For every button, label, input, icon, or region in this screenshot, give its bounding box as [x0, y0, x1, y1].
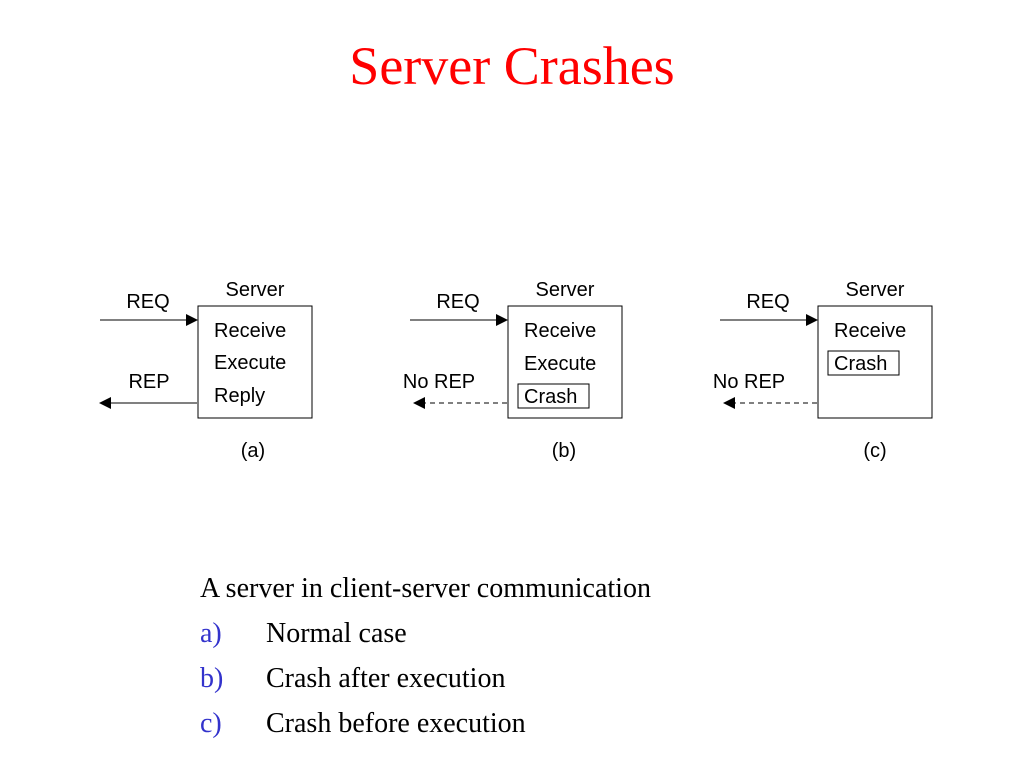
panel-b-server-label: Server: [536, 279, 595, 301]
panel-a-step-reply: Reply: [214, 385, 265, 407]
panel-c-server-box: [817, 305, 933, 419]
panel-b-crash-box: [517, 383, 590, 409]
panel-a-sublabel: (a): [241, 440, 265, 462]
panel-c-step-receive: Receive: [834, 320, 906, 342]
caption-item-a: a) Normal case: [200, 611, 651, 656]
panel-c-crash-box: [827, 350, 900, 376]
caption-item-text: Crash after execution: [266, 663, 506, 694]
panel-c-reply-label: No REP: [713, 371, 785, 393]
panel-a-server-box: [197, 305, 313, 419]
panel-b-step-receive: Receive: [524, 320, 596, 342]
panel-c-step-crash: Crash: [834, 353, 887, 375]
panel-b-step-execute: Execute: [524, 353, 596, 375]
caption-item-marker: b): [200, 663, 224, 694]
panel-a-request-label: REQ: [126, 291, 169, 313]
panel-b-server-box: [507, 305, 623, 419]
panel-a-reply-label: REP: [128, 371, 169, 393]
panel-b-sublabel: (b): [552, 440, 576, 462]
caption-item-marker: c): [200, 708, 222, 739]
caption-item-text: Normal case: [266, 618, 407, 649]
panel-a: Server Receive Execute Reply REQ REP (a): [99, 279, 313, 462]
panel-b: Server Receive Execute Crash REQ No REP …: [403, 279, 623, 462]
panel-c-request-label: REQ: [746, 291, 789, 313]
caption-item-c: c) Crash before execution: [200, 701, 651, 746]
caption-item-text: Crash before execution: [266, 708, 526, 739]
panel-a-step-receive: Receive: [214, 320, 286, 342]
caption-item-marker: a): [200, 618, 222, 649]
panel-c-sublabel: (c): [863, 440, 886, 462]
panel-a-step-execute: Execute: [214, 352, 286, 374]
crash-diagram: Server Receive Execute Reply REQ REP (a)…: [99, 279, 933, 462]
panel-b-request-label: REQ: [436, 291, 479, 313]
panel-b-reply-label: No REP: [403, 371, 475, 393]
caption: A server in client-server communication …: [200, 566, 651, 746]
panel-c-server-label: Server: [846, 279, 905, 301]
slide-title: Server Crashes: [349, 36, 675, 96]
panel-b-step-crash: Crash: [524, 386, 577, 408]
caption-item-b: b) Crash after execution: [200, 656, 651, 701]
panel-c: Server Receive Crash REQ No REP (c): [713, 279, 933, 462]
caption-heading: A server in client-server communication: [200, 573, 651, 604]
panel-a-server-label: Server: [226, 279, 285, 301]
